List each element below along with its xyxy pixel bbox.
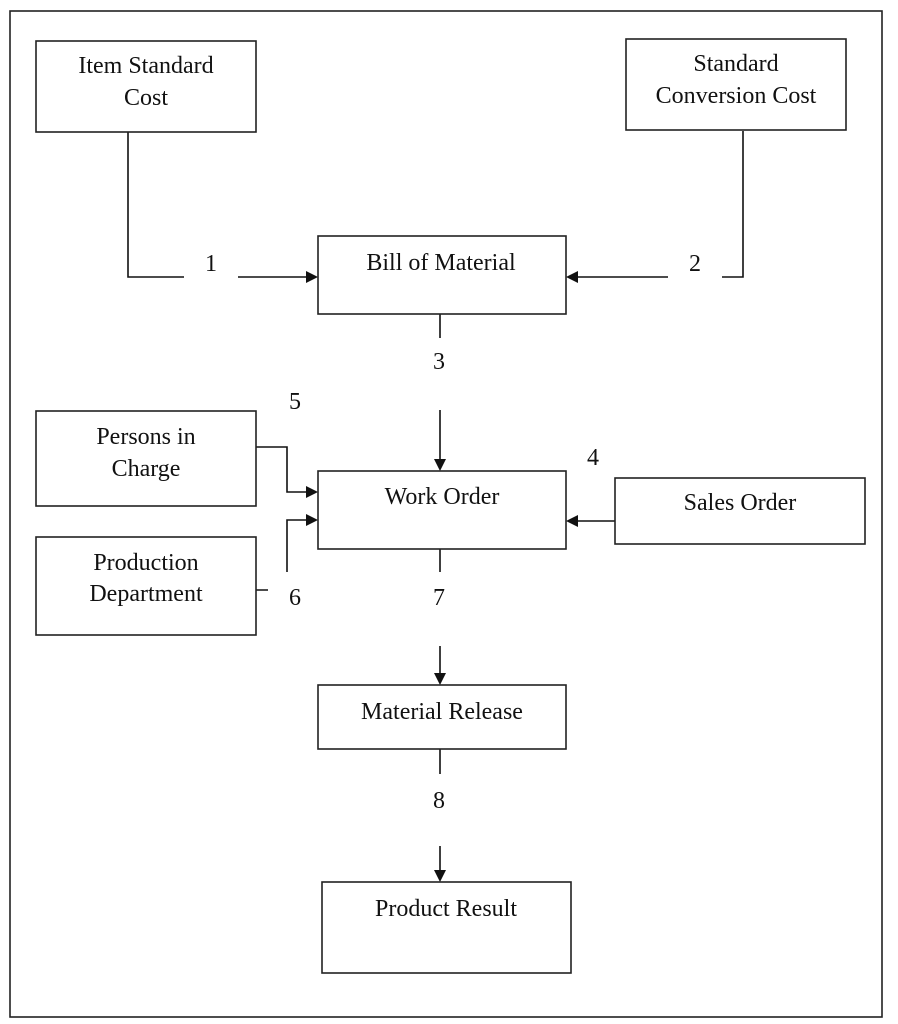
arrowhead-3 — [434, 459, 446, 471]
connector-persons-to-work-order — [256, 446, 308, 493]
arrowhead-1 — [306, 271, 318, 283]
diagram-frame — [9, 10, 883, 1018]
item-standard-cost-line-2: Cost — [124, 85, 168, 111]
bill-of-material-label: Bill of Material — [366, 250, 516, 276]
standard-conversion-cost-box: Standard Conversion Cost — [625, 38, 847, 131]
product-result-label: Product Result — [375, 896, 517, 922]
connector-item-cost-to-bom — [127, 132, 308, 278]
step-label-4: 4 — [587, 445, 599, 471]
production-department-box: Production Department — [35, 536, 257, 636]
sales-order-label: Sales Order — [684, 490, 797, 516]
production-department-line-1: Production — [93, 550, 198, 576]
product-result-box: Product Result — [321, 881, 572, 974]
standard-conversion-cost-line-2: Conversion Cost — [656, 83, 817, 109]
step-label-8: 8 — [433, 788, 445, 814]
connector-conversion-cost-to-bom — [577, 131, 744, 278]
arrowhead-5 — [306, 486, 318, 498]
material-release-box: Material Release — [317, 684, 567, 750]
persons-in-charge-box: Persons in Charge — [35, 410, 257, 507]
material-release-label: Material Release — [361, 699, 523, 725]
step-label-5: 5 — [289, 389, 301, 415]
step-label-2: 2 — [689, 251, 701, 277]
step-label-7: 7 — [433, 585, 445, 611]
arrowhead-2 — [566, 271, 578, 283]
sales-order-box: Sales Order — [614, 477, 866, 545]
bill-of-material-box: Bill of Material — [317, 235, 567, 315]
step-label-1: 1 — [205, 251, 217, 277]
work-order-label: Work Order — [385, 484, 500, 510]
item-standard-cost-box: Item Standard Cost — [35, 40, 257, 133]
arrowhead-4 — [566, 515, 578, 527]
persons-in-charge-line-1: Persons in — [96, 424, 195, 450]
work-order-box: Work Order — [317, 470, 567, 550]
standard-conversion-cost-line-1: Standard — [693, 51, 778, 77]
arrowhead-6 — [306, 514, 318, 526]
step-label-3: 3 — [433, 349, 445, 375]
step-label-6: 6 — [289, 585, 301, 611]
arrowhead-7 — [434, 673, 446, 685]
arrowhead-8 — [434, 870, 446, 882]
connector-production-to-work-order — [256, 519, 308, 591]
production-department-line-2: Department — [89, 581, 203, 607]
persons-in-charge-line-2: Charge — [112, 456, 181, 482]
item-standard-cost-line-1: Item Standard — [78, 53, 213, 79]
